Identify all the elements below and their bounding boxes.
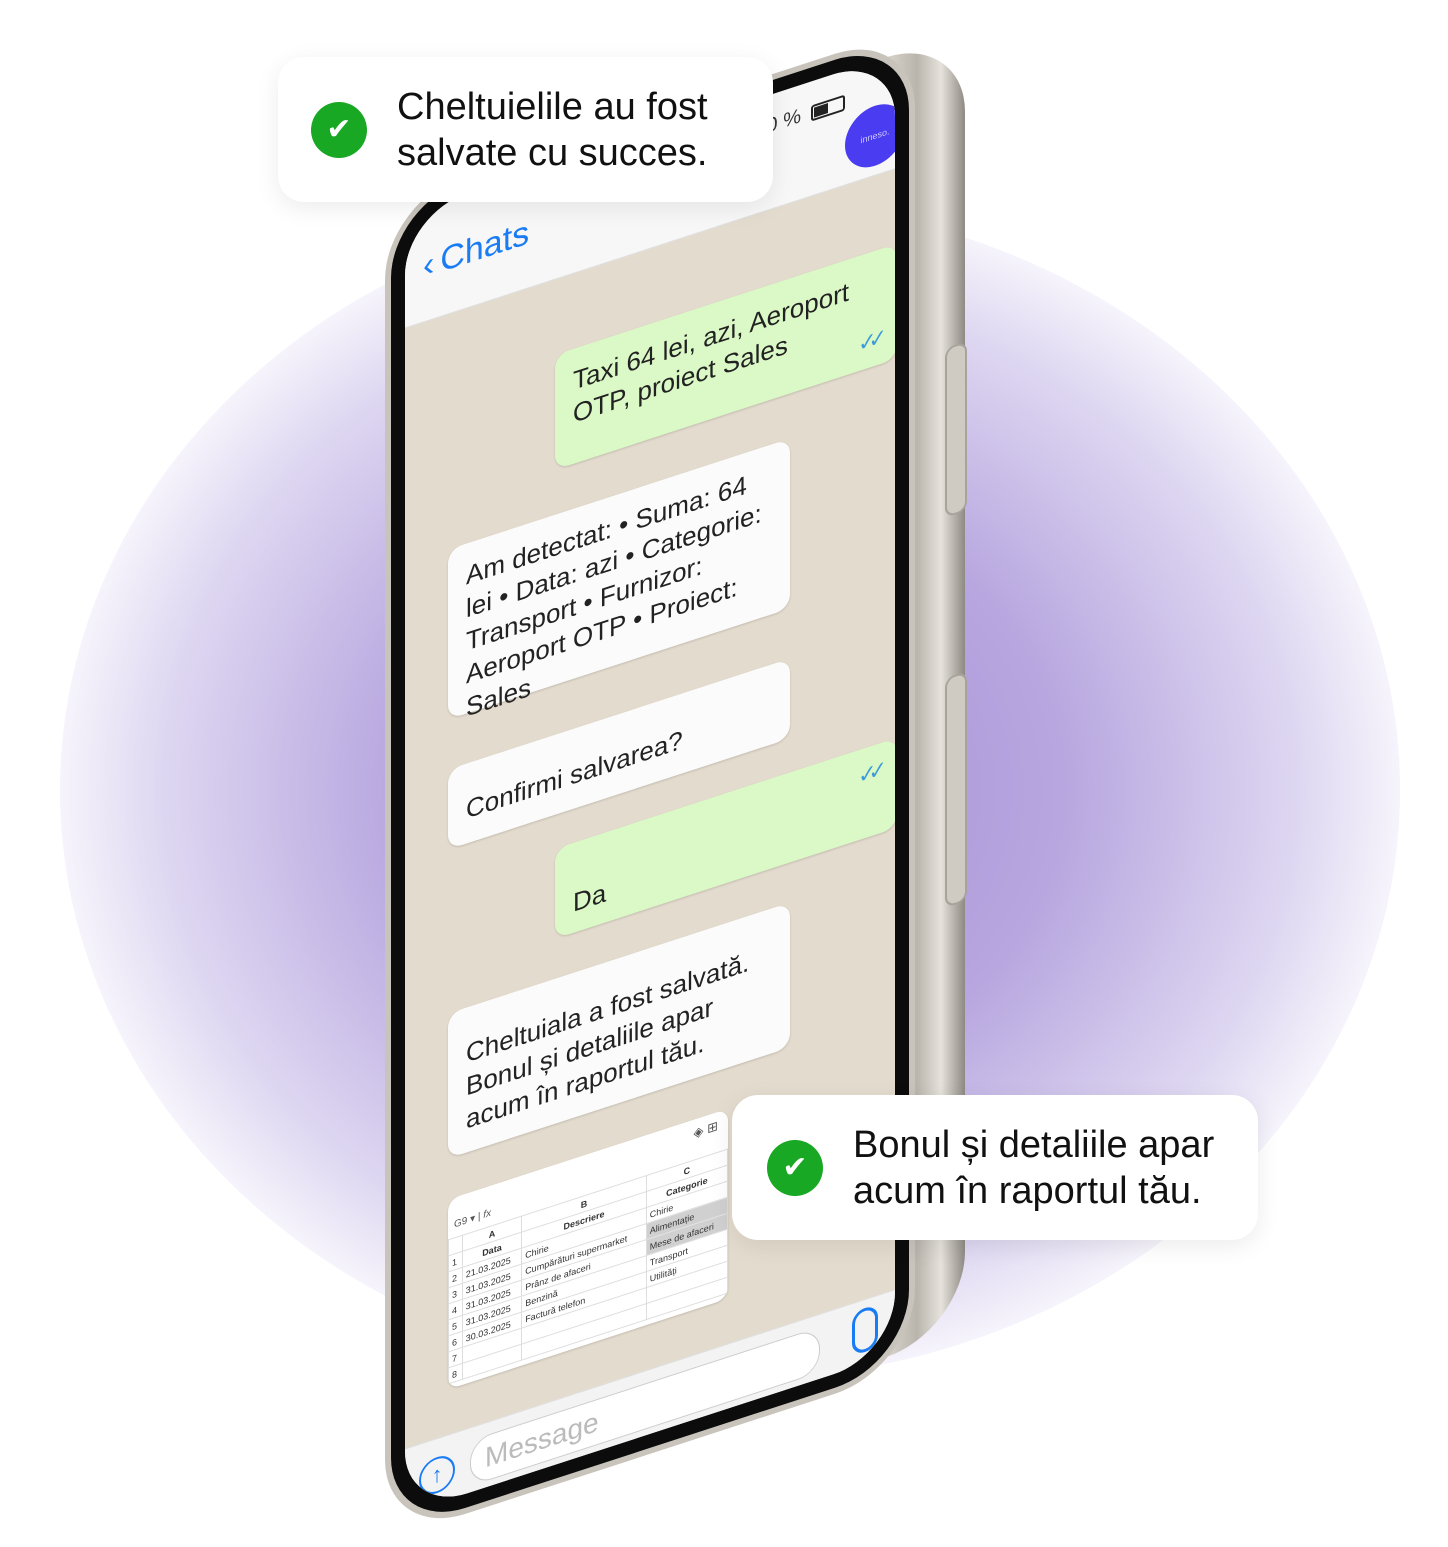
battery-icon <box>811 94 845 122</box>
volume-button <box>945 340 967 519</box>
check-circle-icon: ✔ <box>767 1139 823 1196</box>
avatar[interactable]: inneso. <box>845 96 895 176</box>
toast-text: Bonul și detaliile apar acum în raportul… <box>853 1123 1215 1212</box>
read-ticks-icon: ✓✓ <box>858 325 879 358</box>
read-ticks-icon: ✓✓ <box>858 757 879 790</box>
phone-bezel: ‹Chats online inneso. 50 % Taxi 64 lei, … <box>391 35 909 1533</box>
phone-mockup: ‹Chats online inneso. 50 % Taxi 64 lei, … <box>385 27 967 1540</box>
microphone-icon[interactable] <box>852 1303 878 1357</box>
check-circle-icon: ✔ <box>311 101 367 158</box>
side-button <box>945 670 967 909</box>
success-toast: ✔ Cheltuielile au fost salvate cu succes… <box>278 57 773 202</box>
success-toast: ✔ Bonul și detaliile apar acum în raport… <box>732 1095 1258 1240</box>
toast-text: Cheltuielile au fost salvate cu succes. <box>397 85 708 174</box>
message-text: Da <box>573 877 607 918</box>
sheet-toolbar: ◈ ⊞ <box>693 1118 718 1142</box>
message-text: Cheltuiala a fost salvată. Bonul și deta… <box>466 946 750 1135</box>
chat-screen: ‹Chats online inneso. 50 % Taxi 64 lei, … <box>405 54 895 1514</box>
back-button[interactable]: ‹Chats <box>423 213 529 286</box>
message-outgoing: Taxi 64 lei, azi, Aeroport OTP, proiect … <box>555 243 895 470</box>
fill-color-icon: ◈ <box>693 1122 704 1141</box>
phone-frame: ‹Chats online inneso. 50 % Taxi 64 lei, … <box>385 27 915 1540</box>
back-label: Chats <box>440 213 530 281</box>
borders-icon: ⊞ <box>707 1117 718 1137</box>
upload-arrow-icon[interactable]: ↑ <box>419 1451 455 1499</box>
chevron-left-icon: ‹ <box>423 243 435 286</box>
message-text: Confirmi salvarea? <box>466 724 683 825</box>
message-text: Taxi 64 lei, azi, Aeroport OTP, proiect … <box>573 276 850 429</box>
